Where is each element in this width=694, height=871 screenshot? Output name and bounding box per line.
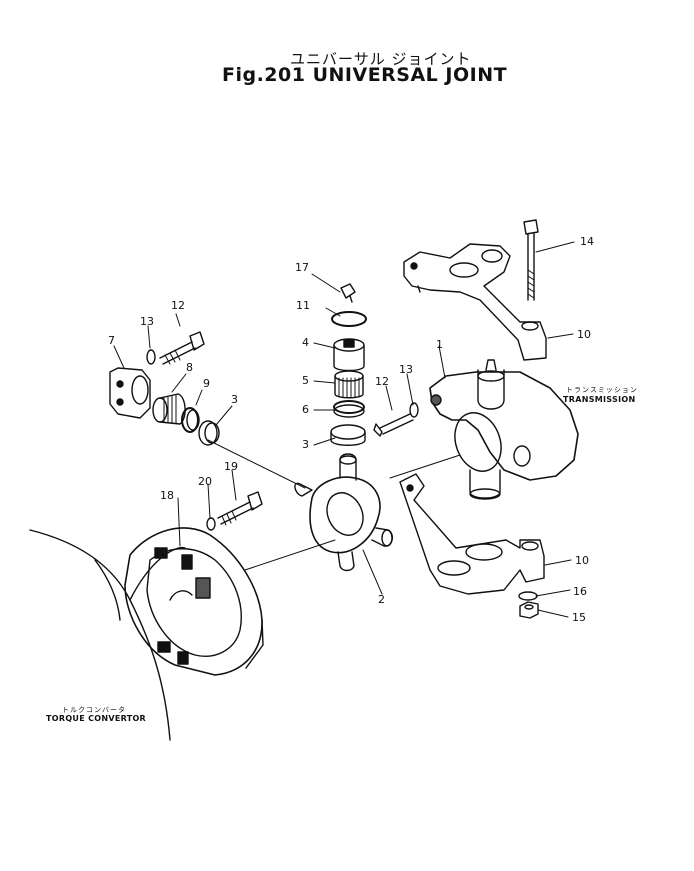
callout-6: 6 <box>302 403 309 416</box>
part-4-bearing-cup <box>333 338 365 372</box>
callout-13b: 13 <box>399 363 413 376</box>
callout-17: 17 <box>295 261 309 274</box>
callout-19: 19 <box>224 460 238 473</box>
part-16-washer <box>518 591 538 601</box>
transmission-label: TRANSMISSION <box>563 395 636 404</box>
part-2-spider <box>294 453 394 572</box>
part-13-washer-left <box>146 349 156 365</box>
part-15-nut <box>519 601 539 619</box>
part-20-washer <box>206 517 216 531</box>
callout-2: 2 <box>378 593 385 606</box>
transmission-label-jp: トランスミッション <box>566 386 638 394</box>
callout-4: 4 <box>302 336 309 349</box>
part-17-grease-fitting <box>340 283 356 303</box>
callout-20: 20 <box>198 475 212 488</box>
part-11-snap-ring <box>331 311 367 327</box>
callout-15: 15 <box>572 611 586 624</box>
part-19-bolt <box>217 491 263 526</box>
part-12-bolt-right <box>373 413 414 437</box>
part-9-seal <box>181 407 200 433</box>
callout-16: 16 <box>573 585 587 598</box>
torque-convertor-label: TORQUE CONVERTOR <box>46 714 147 723</box>
figure-title: Fig.201 UNIVERSAL JOINT <box>222 64 508 86</box>
callout-13a: 13 <box>140 315 154 328</box>
part-6-seal <box>333 400 365 418</box>
callout-10b: 10 <box>575 554 589 567</box>
part-7-bearing-cap <box>109 367 151 419</box>
callout-11: 11 <box>296 299 310 312</box>
callout-12a: 12 <box>171 299 185 312</box>
callout-12b: 12 <box>375 375 389 388</box>
torque-convertor-label-jp: トルクコンバータ <box>62 706 126 714</box>
callout-7: 7 <box>108 334 115 347</box>
part-5-needle-bearing <box>334 370 364 399</box>
part-10-yoke-upper <box>403 243 547 361</box>
callout-3a: 3 <box>302 438 309 451</box>
callout-1: 1 <box>436 338 443 351</box>
title-japanese: ユニバーサル ジョイント <box>290 50 472 68</box>
part-10-yoke-lower <box>399 473 545 595</box>
callout-5: 5 <box>302 374 309 387</box>
part-1-transmission-yoke <box>429 359 579 500</box>
callout-10a: 10 <box>577 328 591 341</box>
part-3-ring-left <box>198 420 220 446</box>
part-14-bolt <box>523 219 539 301</box>
part-3-ring <box>330 424 366 446</box>
part-8-needle-bearing <box>152 393 186 425</box>
part-18-flange <box>124 527 264 676</box>
callout-14: 14 <box>580 235 594 248</box>
part-13-washer-right <box>409 402 419 418</box>
callout-9: 9 <box>203 377 210 390</box>
callout-18: 18 <box>160 489 174 502</box>
callout-3b: 3 <box>231 393 238 406</box>
leader-lines <box>113 241 575 618</box>
part-12-bolt-left <box>159 331 205 365</box>
callout-8: 8 <box>186 361 193 374</box>
